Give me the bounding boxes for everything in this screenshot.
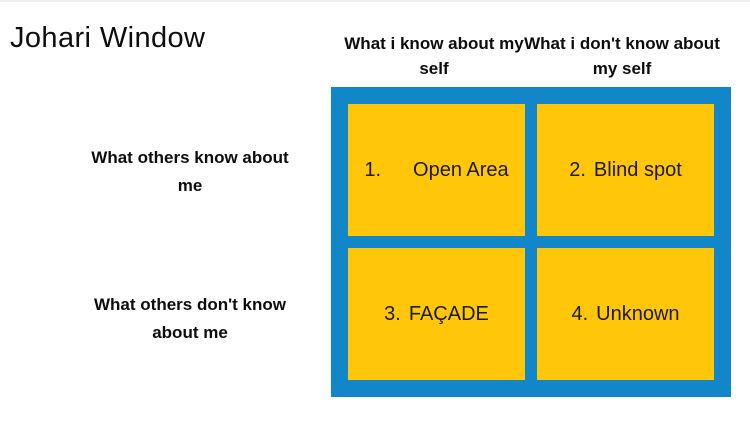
page-title: Johari Window [10, 22, 206, 54]
column-header-dont-know-self: What i don't know about my self [524, 34, 720, 78]
cell-blind-spot-label: Blind spot [593, 158, 682, 181]
cell-blind-spot: 2. Blind spot [537, 104, 714, 236]
cell-open-area: 1. Open Area [348, 104, 525, 236]
johari-grid: 1. Open Area 2. Blind spot 3. FAÇADE 4. … [331, 87, 731, 397]
cell-facade-label: FAÇADE [408, 302, 489, 325]
cell-facade-number: 3. [384, 302, 401, 325]
cell-unknown-label: Unknown [596, 302, 680, 325]
top-edge-line [0, 0, 750, 2]
row-label-others-dont-know: What others don't know about me [94, 295, 286, 342]
cell-unknown: 4. Unknown [537, 248, 714, 380]
cell-unknown-number: 4. [571, 302, 589, 325]
cell-facade: 3. FAÇADE [348, 248, 525, 380]
cell-open-area-label: Open Area [413, 158, 509, 181]
row-label-others-know: What others know about me [91, 148, 289, 195]
column-header-know-self: What i know about my self [344, 34, 524, 78]
cell-open-area-number: 1. [364, 158, 382, 181]
cell-blind-spot-number: 2. [569, 158, 586, 181]
